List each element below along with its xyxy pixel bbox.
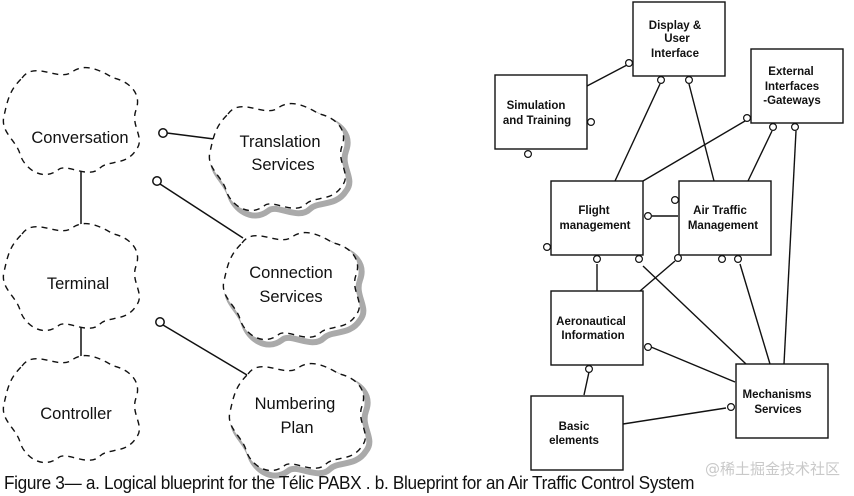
edge-simulation-display: [586, 64, 628, 87]
cloud-conversation[interactable]: [2, 66, 141, 176]
box-label-external-line3: -Gateways: [763, 95, 821, 107]
cloud-label-terminal: Terminal: [47, 275, 109, 293]
interface-circle-icon: [684, 75, 693, 84]
interface-circle-icon: [624, 58, 633, 67]
diagram-a: Conversation Translation Services Termin…: [2, 66, 369, 476]
uses-marker-icon: [155, 317, 165, 327]
interface-circle-icon: [726, 403, 735, 412]
box-label-mechanisms-line1: Mechanisms: [742, 389, 811, 401]
box-air-traffic-management[interactable]: [678, 180, 772, 256]
cloud-label-connection-line1: Connection: [249, 264, 332, 282]
edge-atm-external: [747, 130, 773, 182]
box-label-aero-line2: Information: [561, 330, 624, 342]
cloud-label-numbering-line1: Numbering: [255, 395, 336, 413]
edge-aero-atm: [639, 260, 676, 292]
box-label-simulation-line2: and Training: [503, 115, 571, 127]
cloud-label-numbering-line2: Plan: [280, 419, 313, 437]
edge-mechanisms-aero: [650, 346, 736, 383]
edge-flight-display: [614, 83, 661, 182]
box-display-user-interface[interactable]: [632, 1, 726, 77]
box-label-external-line2: Interfaces: [765, 81, 819, 93]
box-label-basic-line2: elements: [549, 435, 599, 447]
edge-flight-external: [642, 120, 746, 182]
figure-caption: Figure 3— a. Logical blueprint for the T…: [4, 472, 695, 493]
interface-circle-icon: [768, 122, 777, 131]
box-label-atm-line1: Air Traffic: [693, 205, 747, 217]
box-flight-management[interactable]: [550, 180, 644, 256]
uses-marker-icon: [152, 176, 162, 186]
uses-marker-icon: [158, 128, 168, 138]
interface-circle-icon: [643, 343, 652, 352]
edge-mechanisms-external: [783, 130, 797, 365]
interface-circle-icon: [634, 255, 643, 264]
cloud-label-controller: Controller: [40, 405, 112, 423]
box-external-interfaces[interactable]: [750, 48, 844, 124]
box-aeronautical-information[interactable]: [550, 290, 644, 366]
box-label-flight-line1: Flight: [578, 205, 609, 217]
interface-circle-icon: [584, 365, 593, 374]
box-label-external-line1: External: [768, 66, 813, 78]
edge-basic-aero: [583, 371, 590, 396]
interface-circle-icon: [523, 150, 532, 159]
interface-circle-icon: [592, 255, 601, 264]
interface-circle-icon: [670, 196, 679, 205]
box-label-flight-line2: management: [560, 220, 631, 232]
interface-circle-icon: [643, 212, 652, 221]
edge-conversation-connection: [159, 183, 244, 239]
cloud-label-connection-line2: Services: [259, 288, 322, 306]
box-label-aero-line1: Aeronautical: [556, 316, 626, 328]
cloud-label-translation-line1: Translation: [239, 133, 320, 151]
edge-terminal-numbering: [162, 324, 248, 376]
interface-circle-icon: [790, 122, 799, 131]
edge-mechanisms-flight: [642, 265, 747, 365]
watermark: @稀土掘金技术社区: [704, 460, 840, 478]
diagram-a-connectors: [80, 128, 248, 376]
box-label-display-line3: Interface: [651, 48, 699, 60]
box-basic-elements[interactable]: [530, 395, 624, 471]
interface-circle-icon: [717, 255, 726, 264]
cloud-label-conversation: Conversation: [31, 129, 128, 147]
box-simulation-training[interactable]: [494, 74, 588, 150]
interface-circle-icon: [673, 254, 682, 263]
box-label-mechanisms-line2: Services: [754, 404, 801, 416]
interface-circle-icon: [742, 113, 751, 122]
box-label-display-line2: User: [664, 33, 690, 45]
interface-circle-icon: [733, 255, 742, 264]
interface-circle-icon: [542, 243, 551, 252]
box-mechanisms-services[interactable]: [735, 363, 829, 439]
interface-circle-icon: [656, 75, 665, 84]
diagram-b: Display & User Interface Simulation and …: [494, 1, 844, 471]
box-label-display-line1: Display &: [649, 20, 701, 32]
cloud-label-translation-line2: Services: [251, 156, 314, 174]
edge-conversation-translation: [166, 132, 215, 140]
edge-mechanisms-atm: [739, 263, 771, 365]
box-label-atm-line2: Management: [688, 220, 758, 232]
diagram-b-connectors: [583, 64, 797, 425]
edge-atm-display: [688, 83, 715, 182]
box-label-basic-line1: Basic: [559, 421, 590, 433]
edge-basic-mechanisms: [622, 407, 727, 425]
box-label-simulation-line1: Simulation: [507, 100, 566, 112]
interface-circle-icon: [586, 117, 595, 126]
interface-markers: [523, 58, 799, 412]
